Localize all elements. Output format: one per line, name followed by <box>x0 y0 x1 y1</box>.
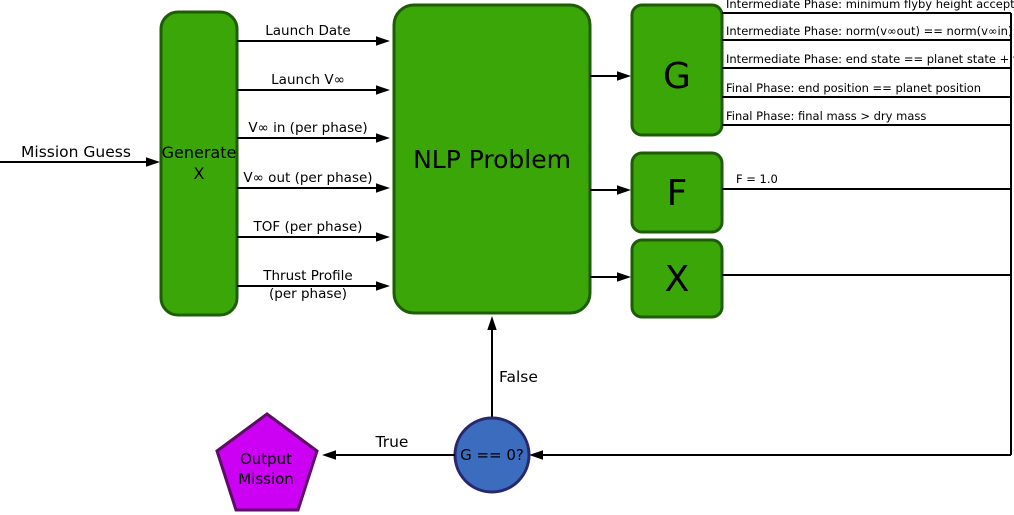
arrowhead-right-icon <box>617 272 631 282</box>
output-mission-node <box>215 412 319 512</box>
f-node <box>630 151 724 234</box>
constraint-label-4: Final Phase: end position == planet posi… <box>726 81 981 95</box>
arrowhead-right-icon <box>376 281 390 291</box>
input-arrow-launch-date <box>237 36 390 46</box>
false-branch-label: False <box>499 368 538 386</box>
arrowhead-right-icon <box>376 36 390 46</box>
input-arrow-launch-vinf <box>237 85 390 95</box>
nlp-problem-node <box>392 3 592 315</box>
constraint-label-2: Intermediate Phase: norm(v∞out) == norm(… <box>726 24 1012 38</box>
arrowhead-right-icon <box>617 185 631 195</box>
output-mission-label-line2: Mission <box>238 470 294 488</box>
g-node <box>630 3 724 137</box>
nlp-problem-label: NLP Problem <box>413 145 571 174</box>
decision-label: G == 0? <box>460 446 524 464</box>
generate-x-label-line1: Generate <box>162 143 237 162</box>
mission-guess-arrow <box>0 157 160 167</box>
input-arrow-vinf-out <box>237 183 390 193</box>
x-node <box>630 238 724 319</box>
feedback-to-decision-arrow <box>529 450 1011 460</box>
input-arrow-vinf-in <box>237 133 390 143</box>
input-label-launch-vinf: Launch V∞ <box>271 72 345 88</box>
input-label-thrust-profile: Thrust Profile <box>262 268 353 284</box>
mission-guess-label: Mission Guess <box>21 143 131 161</box>
generate-x-node <box>159 10 239 317</box>
x-node-label: X <box>665 259 690 300</box>
generate-x-label-line2: X <box>194 164 205 183</box>
arrowhead-right-icon <box>376 183 390 193</box>
true-branch-label: True <box>375 433 409 451</box>
arrowhead-right-icon <box>146 157 160 167</box>
input-arrow-tof <box>237 232 390 242</box>
nlp-to-g-arrow <box>590 71 631 81</box>
true-branch-arrow <box>322 450 455 460</box>
arrowhead-right-icon <box>376 133 390 143</box>
input-label-launch-date: Launch Date <box>265 23 350 39</box>
output-mission-label-line1: Output <box>240 450 292 468</box>
arrowhead-right-icon <box>376 85 390 95</box>
input-label-tof: TOF (per phase) <box>253 219 363 235</box>
arrowhead-up-icon <box>487 316 497 330</box>
input-label-vinf-in: V∞ in (per phase) <box>248 120 367 136</box>
g-node-label: G <box>663 56 691 97</box>
nlp-to-f-arrow <box>590 185 631 195</box>
input-label-thrust-profile-line2: (per phase) <box>269 286 347 302</box>
nlp-to-x-arrow <box>590 272 631 282</box>
constraint-label-3: Intermediate Phase: end state == planet … <box>726 52 1014 66</box>
input-label-vinf-out: V∞ out (per phase) <box>243 170 372 186</box>
arrowhead-right-icon <box>617 71 631 81</box>
false-branch-arrow <box>487 316 497 418</box>
constraint-label-5: Final Phase: final mass > dry mass <box>726 109 926 123</box>
constraint-label-1: Intermediate Phase: minimum flyby height… <box>726 0 1014 11</box>
f-value-label: F = 1.0 <box>736 172 778 186</box>
arrowhead-right-icon <box>376 232 390 242</box>
f-node-label: F <box>667 173 688 214</box>
input-arrow-thrust-profile <box>237 281 390 291</box>
arrowhead-left-icon <box>529 450 543 460</box>
arrowhead-left-icon <box>322 450 336 460</box>
